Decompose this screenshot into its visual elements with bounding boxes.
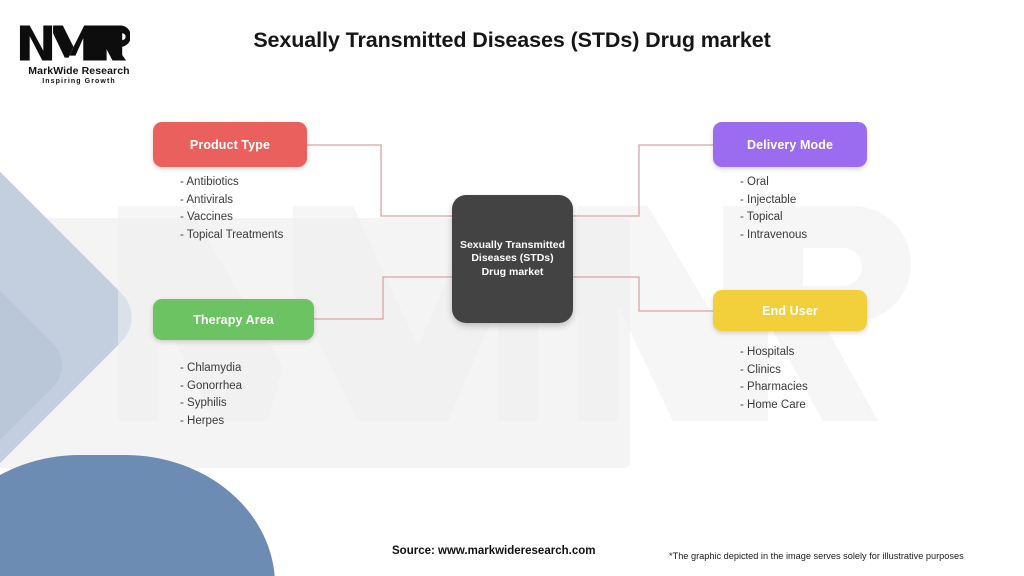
center-node[interactable]: Sexually Transmitted Diseases (STDs) Dru… (452, 195, 573, 323)
decorative-rotated-square-light-2 (0, 213, 75, 518)
list-item: - Intravenous (740, 228, 808, 241)
list-item: - Home Care (740, 398, 806, 411)
list-item: - Clinics (740, 363, 781, 376)
list-item: - Herpes (180, 414, 225, 427)
node-product-type-label: Product Type (189, 137, 271, 152)
list-item: - Injectable (740, 193, 797, 206)
connector-delivery-mode (573, 144, 713, 217)
list-item: - Syphilis (180, 397, 227, 410)
node-therapy-area[interactable]: Therapy Area (153, 299, 314, 340)
list-item: - Antibiotics (180, 176, 239, 188)
footer-source: Source: www.markwideresearch.com (392, 545, 596, 557)
brand-tagline: Inspiring Growth (42, 78, 116, 85)
list-therapy-area: - Chlamydia - Gonorrhea - Syphilis - Her… (180, 360, 242, 430)
list-item: - Antivirals (180, 193, 234, 206)
list-item: - Chlamydia (180, 362, 242, 374)
node-delivery-mode-label: Delivery Mode (746, 137, 834, 152)
decorative-blue-blob (0, 455, 275, 576)
connector-product-type (307, 144, 452, 217)
node-end-user[interactable]: End User (713, 290, 867, 331)
list-item: - Topical (740, 211, 783, 224)
list-item: - Gonorrhea (180, 379, 243, 392)
footer-disclaimer: *The graphic depicted in the image serve… (669, 551, 964, 561)
node-therapy-area-label: Therapy Area (193, 312, 274, 327)
node-product-type[interactable]: Product Type (153, 122, 307, 167)
node-delivery-mode[interactable]: Delivery Mode (713, 122, 867, 167)
brand-logo: MarkWide Research Inspiring Growth (18, 22, 140, 85)
list-item: - Oral (740, 176, 769, 188)
page-title: Sexually Transmitted Diseases (STDs) Dru… (253, 28, 771, 52)
connector-therapy-area (314, 276, 452, 320)
list-item: - Hospitals (740, 346, 795, 358)
brand-name: MarkWide Research (28, 65, 130, 77)
list-item: - Pharmacies (740, 381, 808, 394)
decorative-rotated-square-light (0, 144, 146, 491)
center-node-label: Sexually Transmitted Diseases (STDs) Dru… (459, 238, 566, 278)
node-end-user-label: End User (762, 303, 818, 318)
list-end-user: - Hospitals - Clinics - Pharmacies - Hom… (740, 344, 808, 414)
connector-end-user (573, 276, 713, 312)
list-delivery-mode: - Oral - Injectable - Topical - Intraven… (740, 174, 807, 244)
mwr-logo-icon (19, 25, 130, 61)
list-item: - Topical Treatments (180, 228, 284, 241)
list-product-type: - Antibiotics - Antivirals - Vaccines - … (180, 174, 283, 244)
list-item: - Vaccines (180, 211, 233, 224)
